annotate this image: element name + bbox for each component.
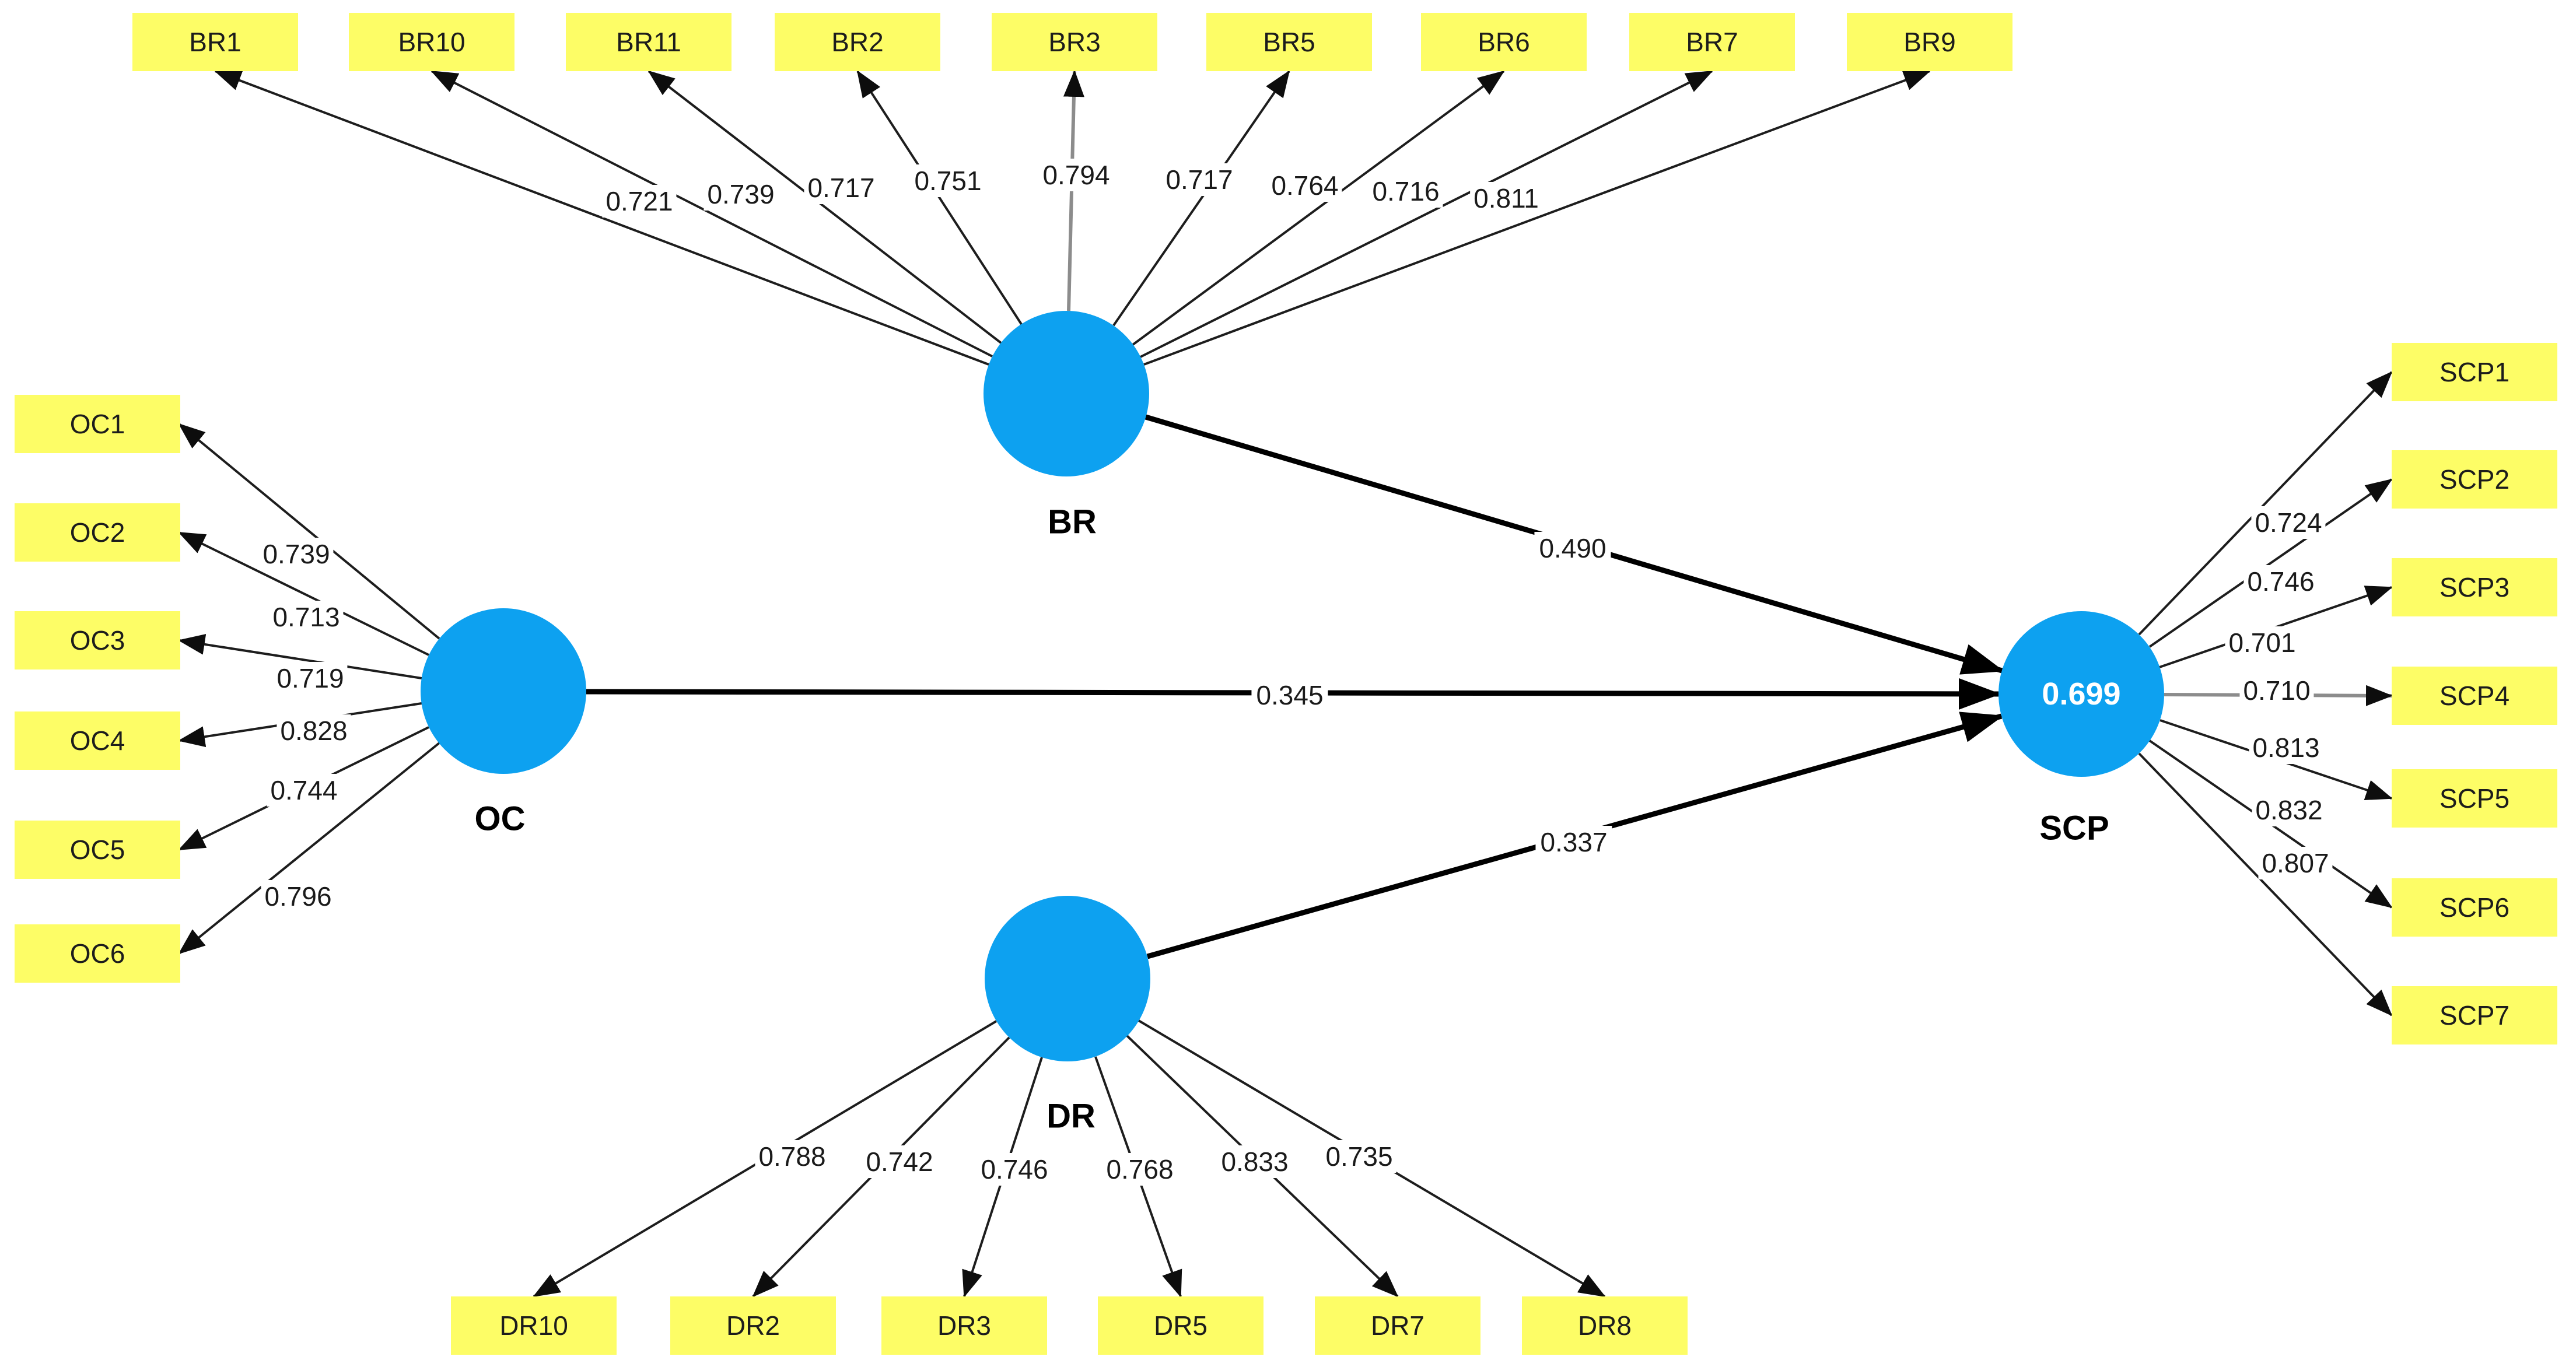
indicator-oc6[interactable]: OC6 — [15, 924, 180, 983]
loading-oc-oc3: 0.719 — [273, 662, 348, 695]
loading-oc-oc5: 0.744 — [267, 774, 341, 807]
construct-br-circle[interactable] — [984, 311, 1149, 476]
construct-oc-circle[interactable] — [421, 608, 586, 774]
indicator-scp7[interactable]: SCP7 — [2392, 986, 2557, 1044]
loading-dr-dr2: 0.742 — [862, 1145, 937, 1178]
arrow-scp-scp1 — [2138, 371, 2393, 636]
loading-br-br7: 0.716 — [1368, 175, 1443, 208]
indicator-scp5[interactable]: SCP5 — [2392, 769, 2557, 828]
path-coefficient-br-scp: 0.490 — [1534, 532, 1611, 565]
path-coefficient-oc-scp: 0.345 — [1251, 679, 1328, 711]
loading-br-br3: 0.794 — [1039, 159, 1114, 191]
indicator-scp1[interactable]: SCP1 — [2392, 343, 2557, 401]
indicator-oc3[interactable]: OC3 — [15, 611, 180, 670]
arrow-oc-oc3 — [178, 634, 422, 679]
indicator-scp3[interactable]: SCP3 — [2392, 558, 2557, 616]
indicator-scp2[interactable]: SCP2 — [2392, 450, 2557, 509]
arrow-br-br2 — [856, 70, 1023, 325]
indicator-oc5[interactable]: OC5 — [15, 821, 180, 879]
arrow-br-br11 — [648, 70, 1002, 344]
loading-scp-scp1: 0.724 — [2251, 506, 2326, 539]
construct-dr-circle[interactable] — [985, 896, 1150, 1061]
indicator-br3[interactable]: BR3 — [992, 13, 1157, 71]
indicator-oc1[interactable]: OC1 — [15, 395, 180, 453]
indicator-br2[interactable]: BR2 — [775, 13, 940, 71]
indicator-br10[interactable]: BR10 — [349, 13, 514, 71]
loading-br-br6: 0.764 — [1268, 169, 1342, 202]
arrow-br-br1 — [214, 70, 989, 366]
loading-oc-oc6: 0.796 — [261, 880, 335, 913]
indicator-oc2[interactable]: OC2 — [15, 503, 180, 562]
loading-scp-scp7: 0.807 — [2258, 847, 2333, 879]
indicator-dr2[interactable]: DR2 — [670, 1296, 836, 1355]
indicator-scp6[interactable]: SCP6 — [2392, 878, 2557, 937]
scp-r-squared-value: 0.699 — [2042, 677, 2121, 711]
loading-scp-scp2: 0.746 — [2244, 565, 2318, 598]
arrow-scp-scp7 — [2138, 752, 2393, 1017]
construct-scp-label: SCP — [2039, 809, 2109, 847]
loading-scp-scp3: 0.701 — [2225, 626, 2300, 659]
construct-dr-label: DR — [1046, 1097, 1096, 1135]
loading-br-br11: 0.717 — [804, 171, 878, 204]
construct-br-label: BR — [1048, 503, 1097, 541]
indicator-oc4[interactable]: OC4 — [15, 711, 180, 770]
indicator-dr7[interactable]: DR7 — [1315, 1296, 1480, 1355]
indicator-br9[interactable]: BR9 — [1847, 13, 2013, 71]
indicator-scp4[interactable]: SCP4 — [2392, 667, 2557, 725]
indicator-dr5[interactable]: DR5 — [1098, 1296, 1264, 1355]
loading-oc-oc2: 0.713 — [269, 601, 344, 633]
loading-dr-dr3: 0.746 — [977, 1153, 1052, 1186]
loading-scp-scp5: 0.813 — [2249, 731, 2323, 764]
indicator-br1[interactable]: BR1 — [132, 13, 298, 71]
indicator-dr3[interactable]: DR3 — [881, 1296, 1047, 1355]
loading-br-br10: 0.739 — [704, 178, 778, 211]
loading-scp-scp4: 0.710 — [2239, 674, 2314, 707]
path-coefficient-dr-scp: 0.337 — [1535, 826, 1612, 858]
indicator-br7[interactable]: BR7 — [1629, 13, 1795, 71]
arrow-br-br7 — [1140, 70, 1713, 358]
arrow-oc-oc1 — [178, 423, 440, 640]
arrow-oc-oc2 — [178, 531, 429, 656]
construct-oc-label: OC — [474, 800, 526, 838]
arrow-scp-scp2 — [2148, 478, 2393, 648]
arrow-br-br9 — [1143, 70, 1931, 366]
indicator-br6[interactable]: BR6 — [1421, 13, 1587, 71]
loading-br-br9: 0.811 — [1470, 182, 1542, 215]
indicator-dr10[interactable]: DR10 — [451, 1296, 617, 1355]
loading-dr-dr7: 0.833 — [1217, 1145, 1292, 1178]
loading-dr-dr10: 0.788 — [755, 1140, 830, 1173]
arrow-br-br6 — [1132, 70, 1505, 346]
arrow-br-br10 — [430, 70, 993, 357]
loading-scp-scp6: 0.832 — [2252, 794, 2326, 826]
loading-br-br2: 0.751 — [911, 164, 985, 197]
indicator-br11[interactable]: BR11 — [566, 13, 732, 71]
arrow-oc-oc6 — [178, 742, 440, 955]
indicator-br5[interactable]: BR5 — [1206, 13, 1372, 71]
loading-oc-oc1: 0.739 — [259, 538, 334, 570]
loading-br-br5: 0.717 — [1162, 163, 1237, 196]
loading-dr-dr8: 0.735 — [1322, 1140, 1396, 1173]
loading-dr-dr5: 0.768 — [1102, 1153, 1177, 1186]
loading-oc-oc4: 0.828 — [276, 714, 351, 747]
loading-br-br1: 0.721 — [602, 185, 677, 218]
arrow-br-br5 — [1112, 70, 1290, 327]
indicator-dr8[interactable]: DR8 — [1522, 1296, 1688, 1355]
construct-scp-circle[interactable] — [1999, 611, 2164, 777]
